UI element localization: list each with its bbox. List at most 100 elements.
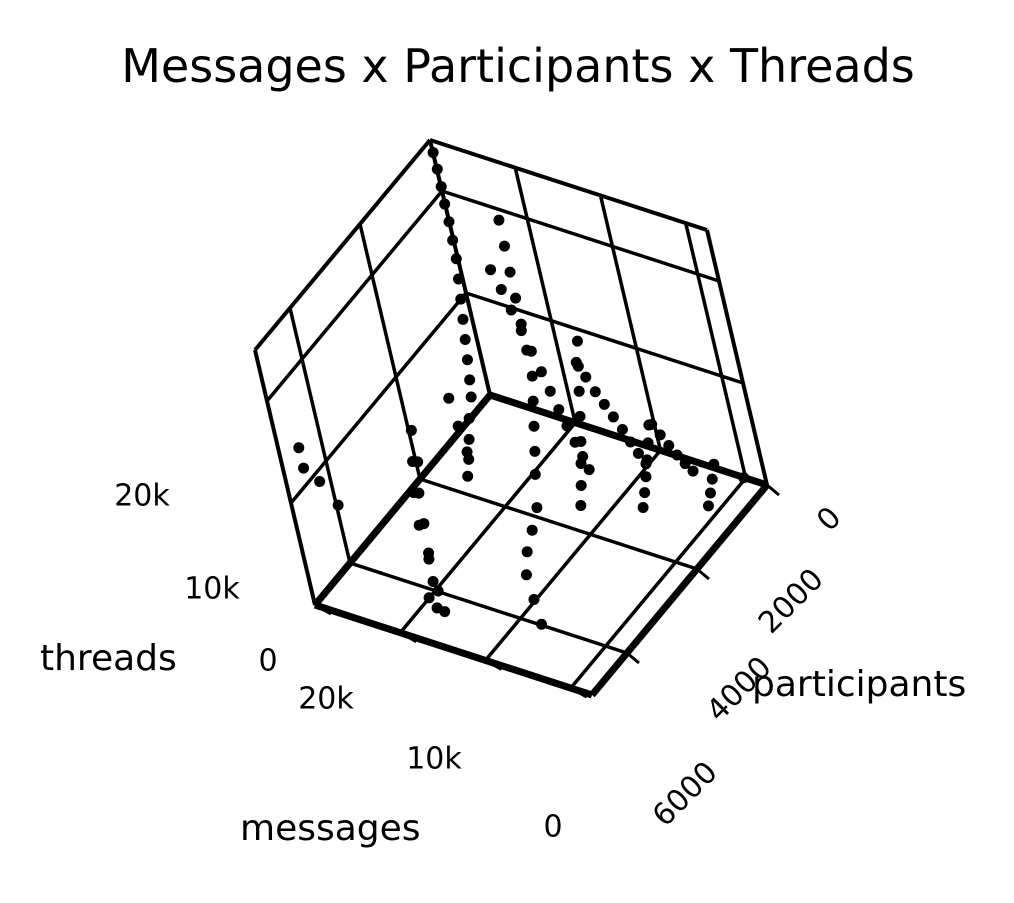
data-point	[413, 519, 425, 531]
data-point	[457, 313, 469, 325]
messages-tick-mark	[626, 651, 640, 665]
data-point	[521, 546, 533, 558]
data-point	[447, 234, 459, 246]
data-point	[505, 304, 517, 316]
floor-grid-line-participants	[569, 476, 748, 690]
data-point	[515, 325, 527, 337]
data-point	[495, 283, 507, 295]
data-point	[598, 398, 610, 410]
threads-tick-label: 20k	[114, 479, 170, 514]
data-point	[553, 404, 565, 416]
data-point	[535, 366, 547, 378]
data-point	[573, 385, 585, 397]
data-point	[463, 433, 475, 445]
participants-tick-mark	[314, 603, 332, 616]
data-point	[536, 618, 548, 630]
data-point	[570, 356, 582, 368]
data-point	[464, 374, 476, 386]
data-point	[529, 445, 541, 457]
data-point	[427, 576, 439, 588]
y-axis-title: participants	[752, 664, 966, 705]
data-point	[462, 470, 474, 482]
data-point	[589, 386, 601, 398]
data-point	[607, 411, 619, 423]
messages-tick-label: 20k	[298, 682, 354, 717]
data-point	[407, 456, 419, 468]
grid-lines	[265, 139, 768, 690]
data-point	[640, 471, 652, 483]
data-point	[405, 424, 417, 436]
data-point	[450, 253, 462, 265]
data-point	[544, 385, 556, 397]
threads-tick-label: 10k	[184, 572, 240, 607]
wall-grid-line-threads-right	[441, 189, 720, 283]
data-point	[459, 334, 471, 346]
data-point	[528, 420, 540, 432]
data-point	[639, 487, 651, 499]
data-point	[529, 468, 541, 480]
data-point	[443, 392, 455, 404]
data-point	[443, 216, 455, 228]
wall-grid-line-threads-left	[289, 291, 468, 505]
x-axis-title: messages	[240, 808, 421, 849]
data-point	[526, 370, 538, 382]
data-point	[453, 273, 465, 285]
axis-line-front-right	[589, 482, 770, 698]
wall-grid-line-threads-left	[265, 189, 444, 403]
participants-tick-mark	[399, 631, 417, 643]
wall-grid-line-messages	[358, 223, 422, 480]
data-point	[528, 594, 540, 606]
messages-tick-mark	[766, 483, 780, 497]
data-point	[637, 502, 649, 514]
data-point	[632, 447, 644, 459]
data-point	[571, 335, 583, 347]
data-point	[575, 500, 587, 512]
data-point	[465, 391, 477, 403]
threads-tick-label: 0	[258, 644, 277, 679]
axis-line-back	[488, 391, 769, 489]
data-point	[583, 464, 595, 476]
data-point	[654, 429, 666, 441]
axis-lines	[312, 391, 770, 699]
frame-edge	[428, 139, 492, 396]
data-point	[431, 163, 443, 175]
data-point	[687, 465, 699, 477]
wall-grid-line-participants	[513, 167, 577, 424]
data-point	[580, 371, 592, 383]
data-point	[293, 442, 305, 454]
data-point	[527, 395, 539, 407]
data-point	[616, 424, 628, 436]
chart-title: Messages x Participants x Threads	[121, 39, 915, 93]
data-point	[439, 606, 451, 618]
data-point	[575, 480, 587, 492]
data-point	[706, 473, 718, 485]
participants-tick-label: 2000	[752, 562, 831, 641]
participants-tick-label: 0	[810, 500, 848, 538]
data-point	[569, 436, 581, 448]
data-point	[702, 500, 714, 512]
messages-tick-mark	[696, 567, 710, 581]
data-point	[510, 292, 522, 304]
data-point	[531, 502, 543, 514]
frame-edge	[429, 138, 708, 232]
data-point	[427, 147, 439, 159]
data-point	[498, 240, 510, 252]
data-point	[423, 553, 435, 565]
frame-edge	[705, 229, 769, 486]
data-point	[525, 345, 537, 357]
data-point	[439, 198, 451, 210]
floor-grid-line-participants	[484, 449, 662, 662]
floor-grid-line-messages	[419, 477, 698, 571]
data-point	[455, 293, 467, 305]
box-frame	[253, 138, 769, 606]
data-point	[520, 569, 532, 581]
data-point	[577, 451, 589, 463]
floor-grid-line-messages	[349, 561, 628, 655]
data-point	[663, 439, 675, 451]
data-point	[423, 592, 435, 604]
messages-tick-label: 10k	[406, 742, 462, 777]
participants-tick-mark	[569, 686, 588, 699]
wall-grid-line-participants	[683, 222, 748, 479]
data-point	[640, 458, 652, 470]
